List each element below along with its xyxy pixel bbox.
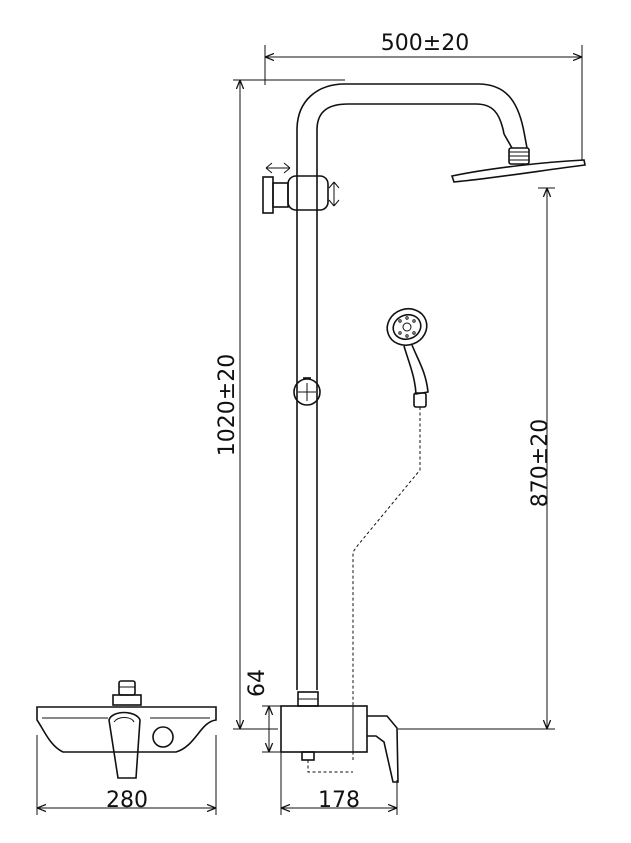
dimension-top-width-label: 500±20 <box>381 31 469 56</box>
dimension-mixer-width-label: 280 <box>106 788 148 813</box>
mixer-side-view <box>280 691 399 783</box>
dimension-mixer-depth: 178 <box>280 752 398 815</box>
riser-pipe <box>296 83 528 690</box>
dimension-mixer-width: 280 <box>36 735 217 815</box>
dimension-head-height-label: 870±20 <box>528 419 553 507</box>
dimension-mixer-depth-label: 178 <box>318 788 360 813</box>
dimension-top-width: 500±20 <box>264 31 583 160</box>
hand-shower <box>352 307 429 760</box>
slider-knob <box>293 377 321 406</box>
dimension-head-height: 870±20 <box>398 187 555 730</box>
dimension-total-height: 1020±20 <box>215 79 345 730</box>
dimension-total-height-label: 1020±20 <box>215 354 240 456</box>
overhead-shower-head <box>450 147 586 183</box>
mixer-front-view <box>36 680 217 779</box>
dimension-mixer-height: 64 <box>245 669 284 753</box>
wall-bracket <box>262 162 340 214</box>
dimension-mixer-height-label: 64 <box>245 669 270 697</box>
